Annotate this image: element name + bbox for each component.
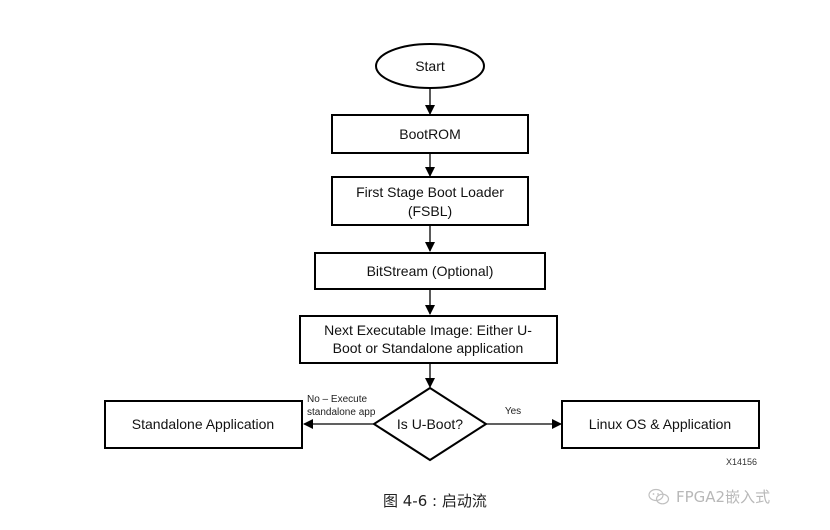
watermark: FPGA2嵌入式 (648, 486, 770, 507)
linux-node: Linux OS & Application (561, 400, 760, 449)
standalone-node: Standalone Application (104, 400, 303, 449)
start-node: Start (375, 43, 485, 89)
fsbl-node: First Stage Boot Loader (FSBL) (331, 176, 529, 226)
bootrom-label: BootROM (399, 126, 460, 142)
yes-edge-label: Yes (505, 406, 521, 417)
start-label: Start (415, 58, 445, 74)
next-image-node: Next Executable Image: Either U- Boot or… (299, 315, 558, 364)
figure-caption: 图 4-6 : 启动流 (383, 492, 487, 510)
next-image-label-line2: Boot or Standalone application (333, 340, 524, 356)
decision-label: Is U-Boot? (397, 416, 463, 432)
standalone-label: Standalone Application (132, 416, 274, 432)
fsbl-label-line2: (FSBL) (408, 203, 452, 219)
bitstream-node: BitStream (Optional) (314, 252, 546, 290)
figure-id: X14156 (726, 457, 757, 467)
watermark-text: FPGA2嵌入式 (676, 488, 771, 506)
wechat-icon (648, 488, 670, 504)
bitstream-label: BitStream (Optional) (367, 263, 494, 279)
fsbl-label-line1: First Stage Boot Loader (356, 184, 504, 200)
next-image-label-line1: Next Executable Image: Either U- (324, 322, 532, 338)
no-edge-label-line2: standalone app (307, 407, 376, 418)
bootrom-node: BootROM (331, 114, 529, 154)
no-edge-label-line1: No – Execute (307, 394, 367, 405)
linux-label: Linux OS & Application (589, 416, 731, 432)
decision-node: Is U-Boot? (372, 386, 488, 462)
